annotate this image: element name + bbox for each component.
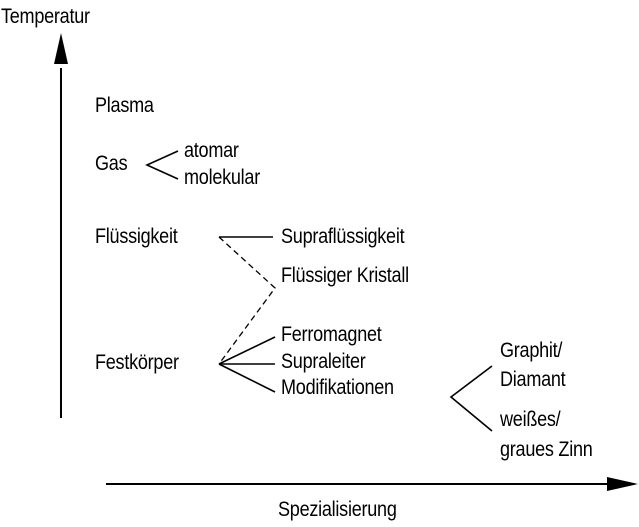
gas-branch-connector [145,150,179,180]
node-suprafluessigkeit: Supraflüssigkeit [281,225,405,248]
fluessiger-kristall-dashed-connector [218,236,276,365]
x-axis-arrowhead [607,477,638,491]
x-axis-label: Spezialisierung [278,498,397,521]
node-gas-molekular: molekular [184,166,260,189]
node-fluessiger-kristall: Flüssiger Kristall [281,264,409,287]
festkoerper-modifikationen-connector [218,363,276,393]
node-fluessigkeit: Flüssigkeit [95,225,178,248]
node-gas: Gas [95,152,128,175]
y-axis-arrowhead [54,33,68,64]
node-diamant: Diamant [500,368,566,391]
node-weisses: weißes/ [500,408,561,431]
node-gas-atomar: atomar [184,139,239,162]
node-supraleiter: Supraleiter [281,350,366,373]
node-graphit: Graphit/ [500,339,563,362]
y-axis-label: Temperatur [1,5,90,28]
node-ferromagnet: Ferromagnet [281,323,382,346]
node-graues-zinn: graues Zinn [500,438,593,461]
modifikationen-branch-connector [449,365,493,432]
node-plasma: Plasma [95,94,154,117]
node-modifikationen: Modifikationen [281,376,394,399]
node-festkoerper: Festkörper [95,351,179,374]
festkoerper-ferromagnet-connector [218,336,276,365]
